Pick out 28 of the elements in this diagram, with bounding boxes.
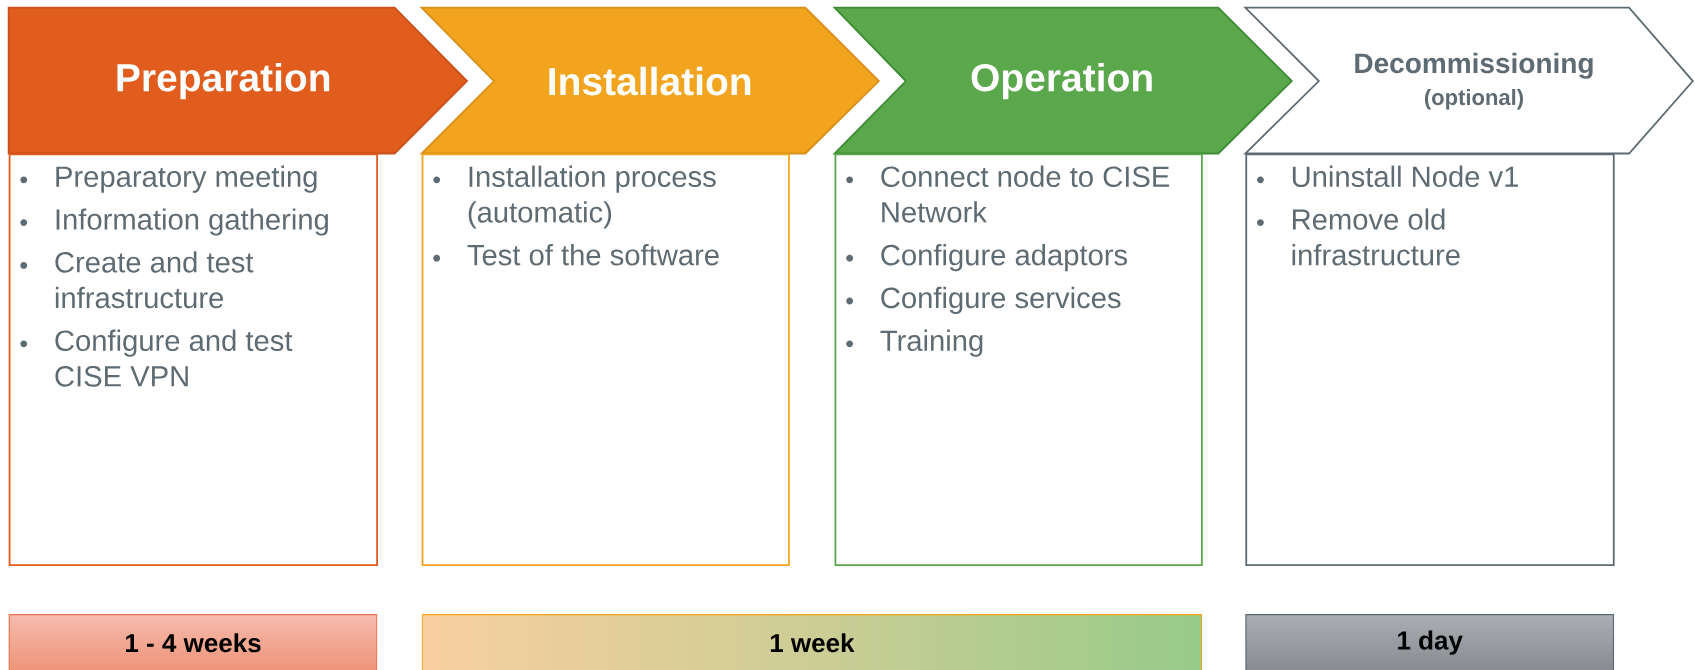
duration-bar: 1 week xyxy=(421,614,1203,670)
duration-bar: 1 - 4 weeks xyxy=(8,614,378,670)
phase-banner xyxy=(1243,6,1695,155)
heading: Operation xyxy=(971,62,1152,100)
subheading: (optional) xyxy=(1424,89,1523,110)
list-item: Information gathering xyxy=(56,208,328,236)
list-item: Create and test infrastructure xyxy=(55,251,254,309)
heading: Decommissioning xyxy=(1355,52,1593,79)
list-item: Remove old infrastructure xyxy=(1292,208,1460,266)
list-item: Configure adaptors xyxy=(881,244,1128,272)
phase-banner xyxy=(419,6,881,155)
phase-box xyxy=(1245,153,1615,567)
phase-box xyxy=(421,153,790,567)
list-item: Training xyxy=(880,329,983,357)
list-item: Installation process (automatic) xyxy=(468,165,716,229)
list-item: Uninstall Node v1 xyxy=(1292,165,1518,188)
duration-bar: 1 day xyxy=(1245,614,1615,670)
phase-box xyxy=(8,153,378,567)
list-item: Test of the software xyxy=(467,244,719,266)
list-item: Preparatory meeting xyxy=(56,165,317,193)
list-item: Connect node to CISE Network xyxy=(881,165,1170,223)
phase-banner xyxy=(7,6,469,155)
phase-box xyxy=(834,153,1203,567)
list-item: Configure services xyxy=(881,286,1121,314)
heading: Installation xyxy=(549,66,751,96)
phase-banner xyxy=(832,6,1294,155)
heading: Preparation xyxy=(117,62,330,100)
list-item: Configure and test CISE VPN xyxy=(55,329,293,387)
